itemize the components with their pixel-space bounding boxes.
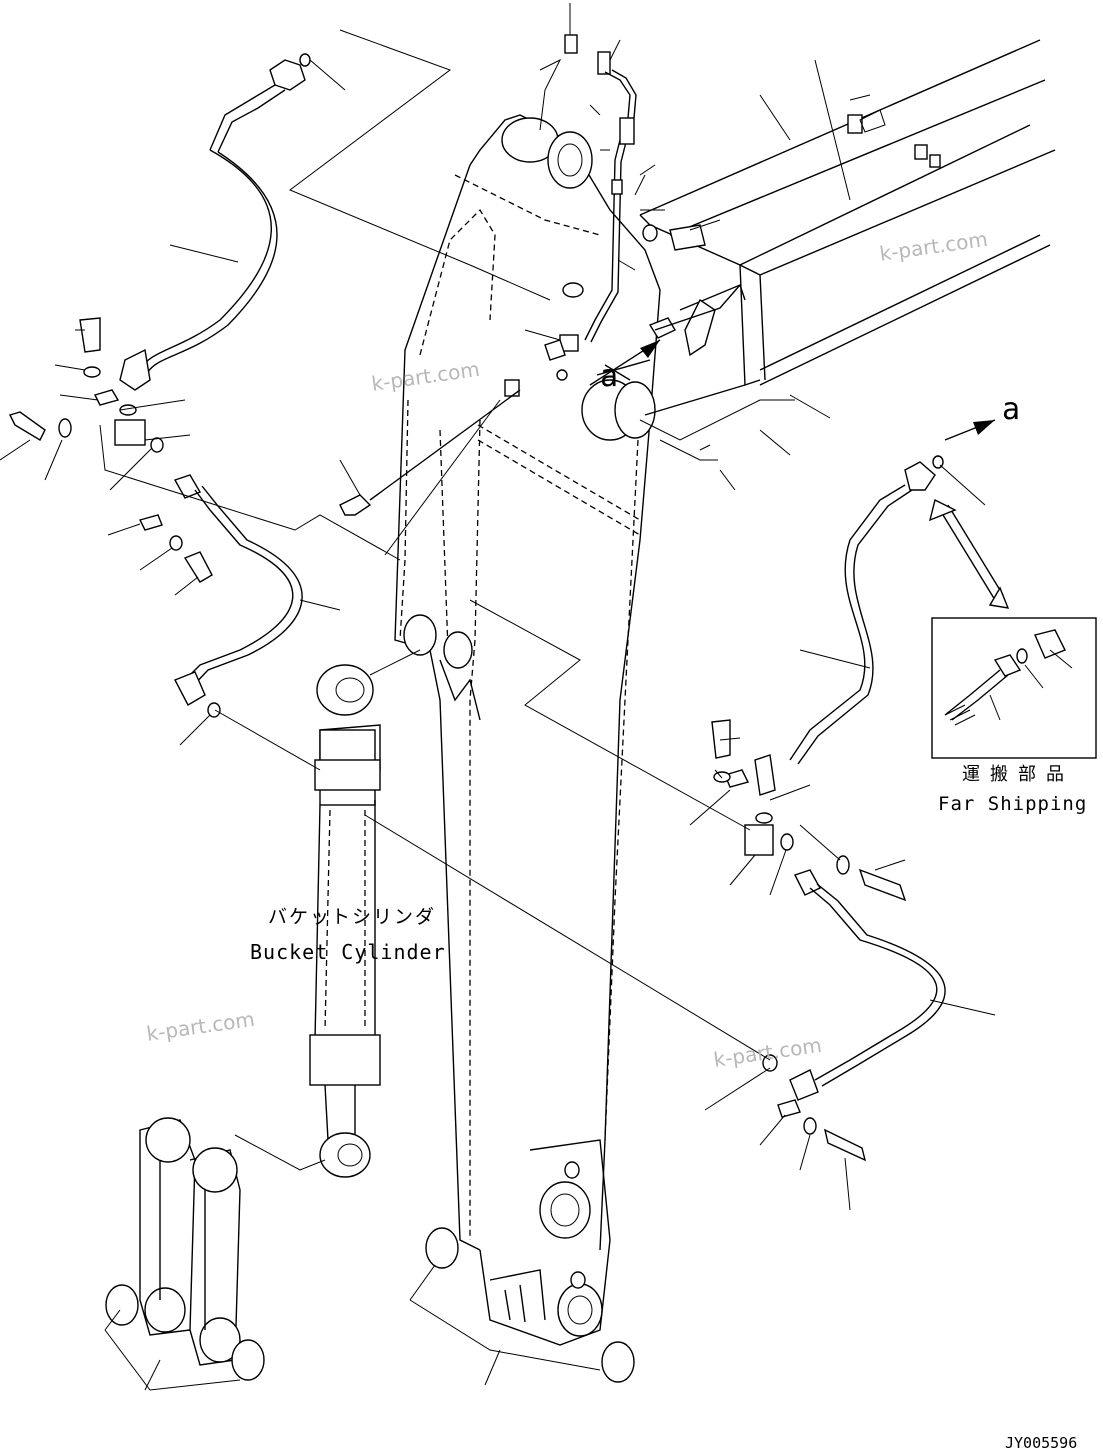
right-hose <box>711 455 946 1162</box>
boom-structure <box>639 39 1056 416</box>
bucket-cylinder-label-en: Bucket Cylinder <box>250 940 446 964</box>
bucket-cylinder <box>309 664 381 1178</box>
arm-pipe <box>339 34 741 516</box>
drawing-number: JY005596 <box>1005 1434 1078 1452</box>
left-lower-hose <box>138 474 303 718</box>
shipping-label-en: Far Shipping <box>938 793 1088 815</box>
double-arrow <box>928 498 1010 609</box>
view-mark-top: a <box>600 359 619 394</box>
bucket-cylinder-label-jp: バケットシリンダ <box>268 906 437 928</box>
view-mark-right: a <box>1002 392 1021 427</box>
shipping-label-jp: 運搬部品 <box>962 764 1074 785</box>
view-arrow-right <box>944 419 996 441</box>
o-rings <box>105 1227 635 1383</box>
left-upper-hose <box>9 53 311 453</box>
view-arrow-top <box>589 339 661 386</box>
bucket-links <box>139 1117 241 1366</box>
leader-lines <box>0 3 1073 1391</box>
arm-body <box>394 114 661 1346</box>
shipping-detail-box <box>931 617 1097 759</box>
